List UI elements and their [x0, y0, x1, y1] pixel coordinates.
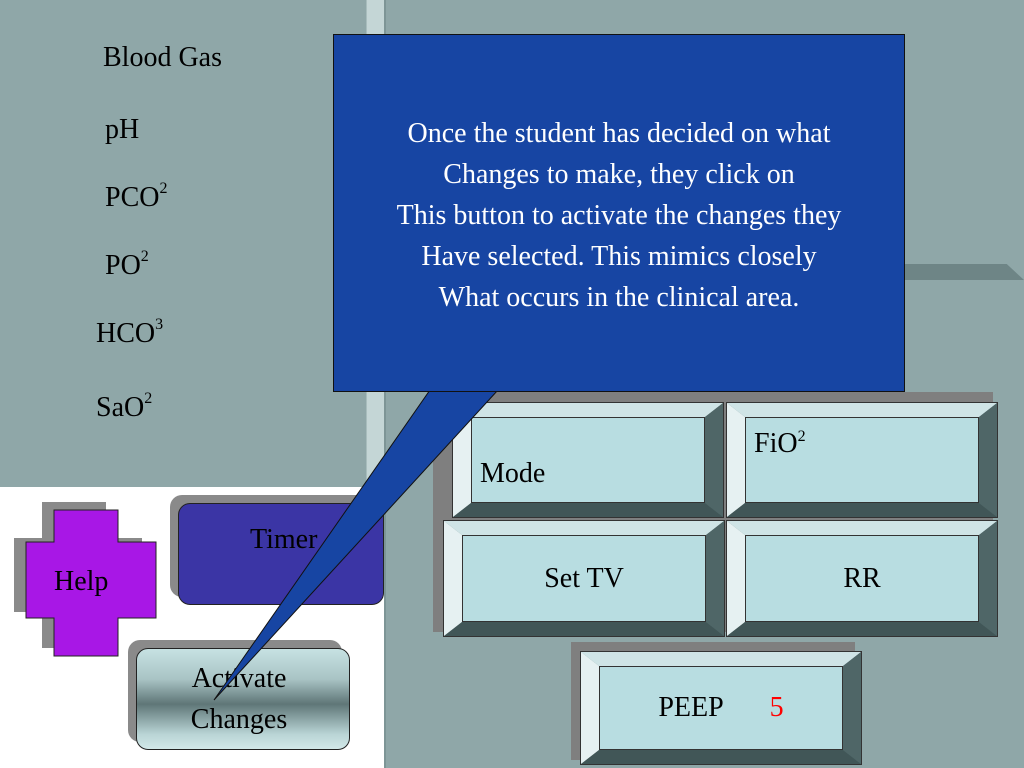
- peep-value: 5: [769, 692, 784, 723]
- help-button[interactable]: [14, 500, 166, 660]
- callout-line: Changes to make, they click on: [443, 159, 795, 190]
- mode-label: Mode: [471, 417, 705, 503]
- timer-label: Timer: [250, 524, 318, 555]
- peep-label: PEEP: [658, 692, 724, 723]
- mode-button[interactable]: Mode: [452, 402, 724, 518]
- pco2-label: PCO2: [105, 180, 168, 213]
- blood-gas-title: Blood Gas: [103, 42, 222, 73]
- peep-display: PEEP 5: [599, 666, 843, 750]
- callout-line: This button to activate the changes they: [396, 200, 842, 231]
- instruction-callout: Once the student has decided on what Cha…: [333, 34, 905, 392]
- sao2-label: SaO2: [96, 390, 153, 423]
- panel-shelf: [880, 264, 1024, 280]
- help-label: Help: [54, 566, 109, 597]
- peep-button[interactable]: PEEP 5: [580, 651, 862, 765]
- set-tv-label: Set TV: [462, 535, 706, 622]
- po2-label: PO2: [105, 248, 149, 281]
- rr-button[interactable]: RR: [726, 520, 998, 637]
- blood-gas-panel: [0, 0, 366, 487]
- activate-changes-label: Activate Changes: [190, 663, 288, 735]
- callout-line: Once the student has decided on what: [407, 118, 831, 149]
- callout-line: What occurs in the clinical area.: [438, 282, 800, 313]
- set-tv-button[interactable]: Set TV: [443, 520, 725, 637]
- ph-label: pH: [105, 114, 140, 145]
- callout-line: Have selected. This mimics closely: [421, 241, 817, 272]
- hco3-label: HCO3: [96, 316, 164, 349]
- rr-label: RR: [745, 535, 979, 622]
